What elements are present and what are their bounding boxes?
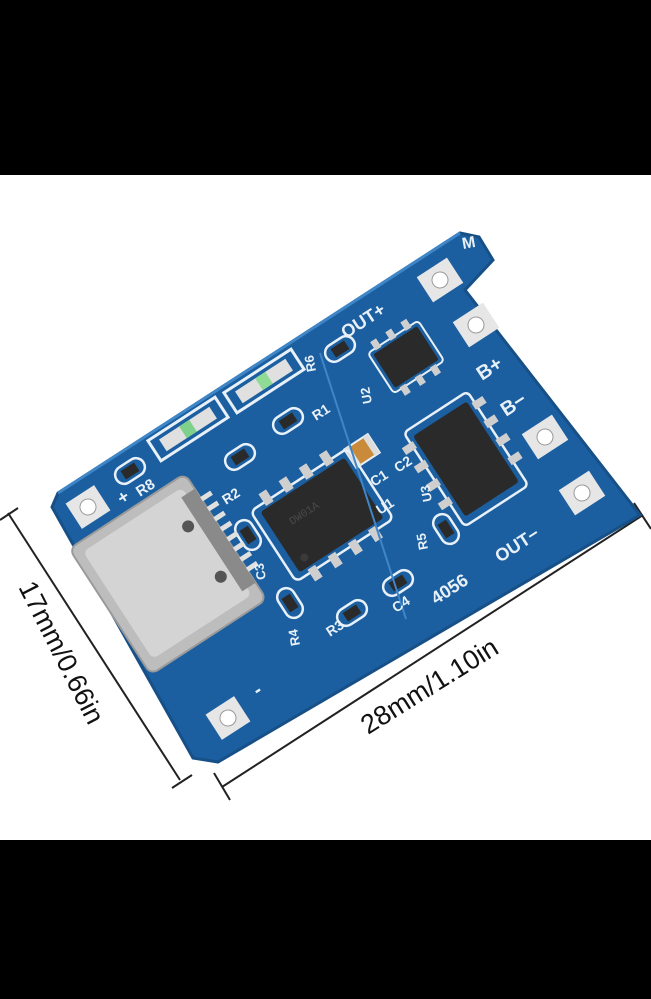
c3-footprint [233, 518, 263, 552]
pcb-edge-highlight [57, 231, 461, 495]
width-dimension-tick-left [213, 772, 231, 801]
label-u2: U2 [357, 386, 375, 405]
usb-c-pins [200, 490, 259, 572]
height-dimension-tick-bottom [171, 774, 193, 789]
label-u3: U3 [417, 484, 435, 503]
pad-out-minus [558, 470, 606, 516]
pad-b-minus [521, 414, 569, 460]
pcb-board: M OUT+ B+ B− OUT− + R8 R6 R1 R2 C1 C2 U1… [50, 231, 643, 764]
letterbox-top [0, 0, 651, 175]
usb-c-connector [71, 475, 265, 673]
r5-footprint [431, 512, 461, 546]
label-r6: R6 [301, 354, 319, 373]
r4-footprint [275, 586, 305, 620]
pad-out-plus [452, 302, 500, 348]
label-r4: R4 [285, 627, 303, 647]
letterbox-bottom [0, 840, 651, 999]
corner-pads [65, 257, 606, 740]
pad-top-1 [416, 257, 464, 303]
height-dimension-label: 17mm/0.66in [13, 576, 111, 729]
height-dimension-tick-top [0, 507, 19, 521]
board-illustration: 17mm/0.66in 28mm/1.10in [0, 231, 651, 801]
r3-footprint [335, 598, 369, 628]
label-corner-mark: M [461, 234, 477, 253]
mounting-pad-left [65, 485, 111, 529]
led-indicators [145, 347, 307, 463]
c4-footprint [381, 568, 415, 598]
image-canvas: 17mm/0.66in 28mm/1.10in [0, 175, 651, 840]
width-dimension-tick-right [633, 502, 651, 530]
chip-u2 [368, 318, 444, 396]
r6-footprint [323, 334, 357, 364]
passive-components [113, 334, 461, 628]
r1-footprint [271, 406, 305, 436]
chip-u1 [251, 449, 393, 582]
led-right [221, 347, 307, 415]
chip-u3 [401, 392, 528, 526]
r2-footprint [223, 442, 257, 472]
led-left [145, 395, 231, 463]
mounting-pad-bottom [205, 696, 251, 740]
dimension-lines [0, 502, 651, 801]
label-c3: C3 [251, 562, 269, 581]
height-dimension-line [7, 512, 181, 781]
r8-footprint [113, 456, 147, 486]
width-dimension-line [221, 514, 644, 788]
pcb-trace [319, 352, 407, 620]
label-r5: R5 [413, 532, 431, 551]
